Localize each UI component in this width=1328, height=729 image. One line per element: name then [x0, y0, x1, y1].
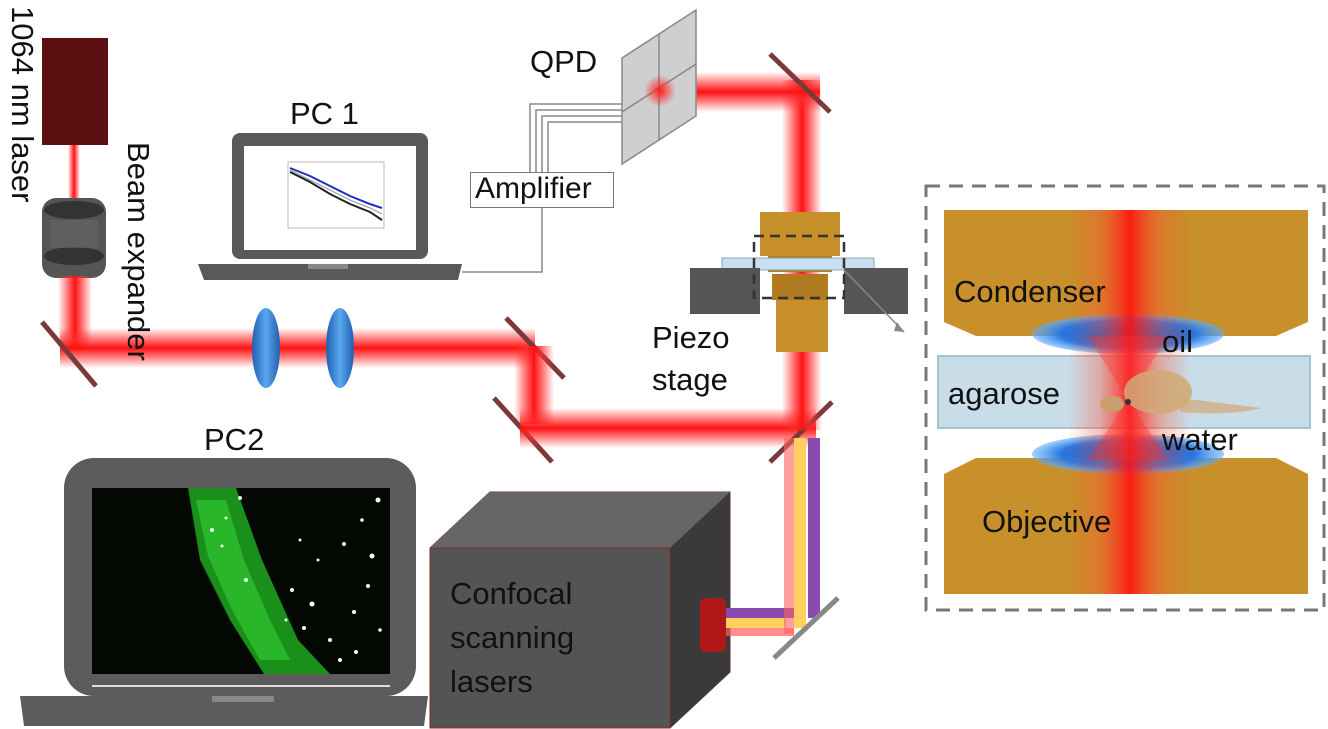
pc1-label: PC 1 — [290, 96, 359, 131]
mirror-icon — [40, 320, 98, 388]
laptop-icon — [198, 133, 462, 280]
qpd-wires — [529, 103, 622, 175]
zebrafish-icon — [1100, 370, 1262, 414]
mirror-icon — [772, 596, 840, 660]
sample-slide — [721, 257, 875, 271]
beam-segment — [520, 408, 816, 448]
inset-agarose-label: agarose — [948, 376, 1061, 411]
inset-panel — [924, 184, 1326, 612]
confocal-label-line2: scanning — [450, 620, 575, 655]
confocal-box-icon — [429, 491, 731, 729]
pc2-label: PC2 — [204, 422, 265, 457]
qpd-icon — [621, 8, 697, 166]
inset-water-label: water — [1162, 422, 1238, 457]
beam-segment — [60, 328, 535, 368]
beam-expander-icon — [42, 198, 106, 278]
zoom-box — [752, 234, 846, 300]
beam-expander-label: Beam expander — [121, 142, 156, 361]
amplifier-label: Amplifier — [475, 172, 592, 205]
amplifier-box — [470, 172, 614, 208]
fluorescence-image — [188, 488, 382, 674]
inset-objective-label: Objective — [982, 504, 1112, 539]
lens-icon — [252, 308, 280, 388]
confocal-label-line1: Confocal — [450, 576, 573, 611]
qpd-label: QPD — [530, 44, 598, 79]
mirror-icon — [768, 52, 832, 114]
piezo-label-line1: Piezo — [652, 320, 730, 355]
confocal-label-line3: lasers — [450, 664, 533, 699]
pc1-plot — [287, 161, 385, 229]
amp-wire — [462, 208, 543, 273]
laser-label: 1064 nm laser — [5, 6, 40, 203]
lens-icon — [326, 308, 354, 388]
inset-condenser-label: Condenser — [954, 274, 1106, 309]
objective-icon — [772, 274, 828, 352]
piezo-stage-icon — [690, 268, 908, 314]
piezo-label-line2: stage — [652, 362, 728, 397]
laser-icon — [42, 38, 108, 145]
laser-beam-out — [68, 145, 80, 201]
inset-oil-label: oil — [1162, 324, 1194, 359]
confocal-beams — [726, 438, 820, 636]
zoom-arrow — [843, 269, 905, 333]
